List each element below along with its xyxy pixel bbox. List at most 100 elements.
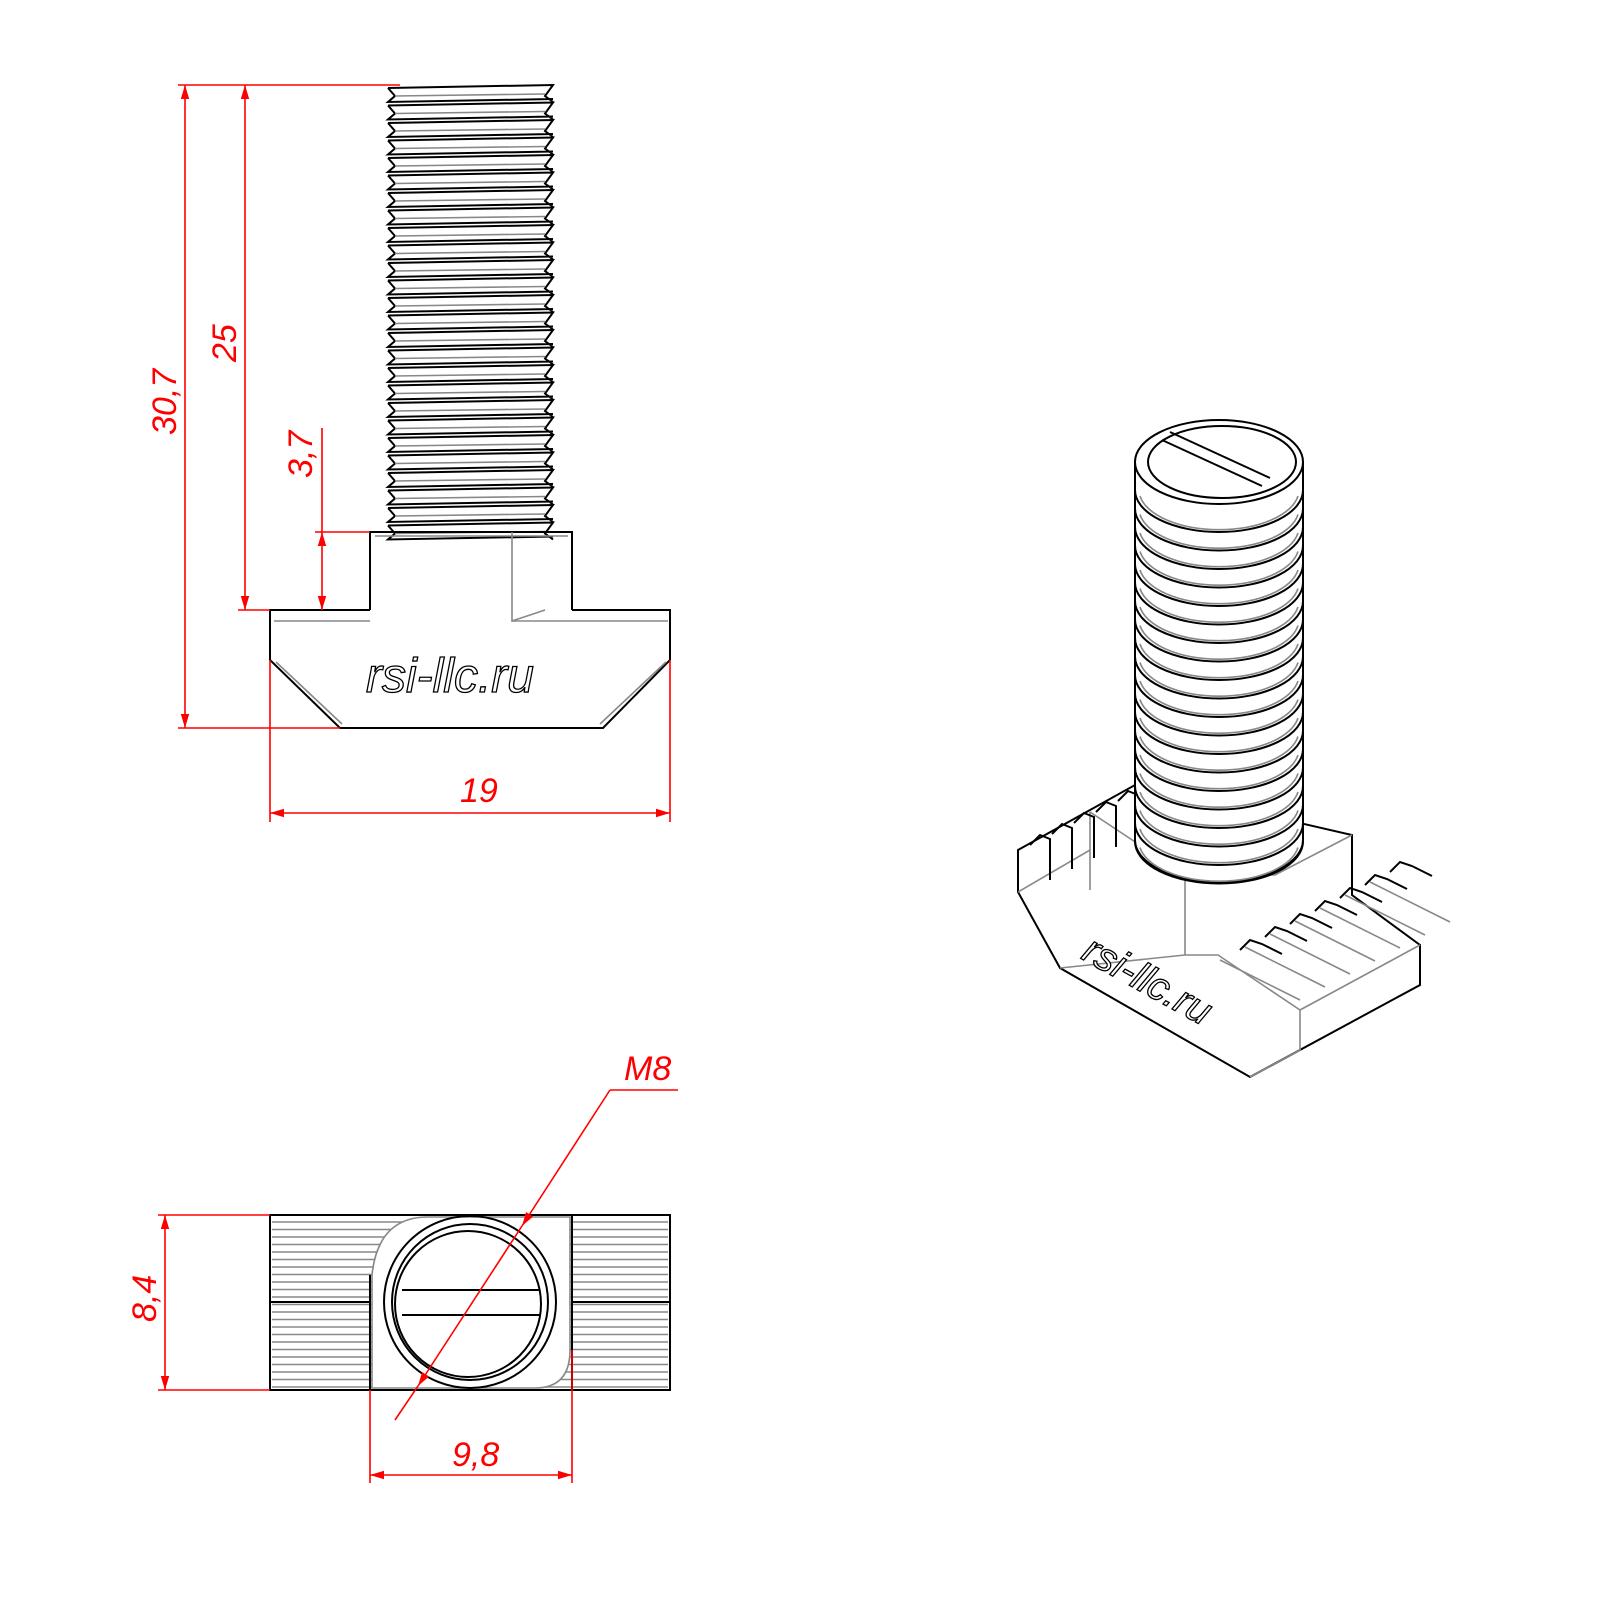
thread-root xyxy=(394,355,546,360)
thread-crest xyxy=(385,486,555,506)
thread-crest xyxy=(385,468,555,489)
iso-thread-ring xyxy=(1134,563,1304,607)
bolt-head-rim xyxy=(391,1223,549,1381)
iso-rib xyxy=(1389,860,1433,877)
flange-inner-lines xyxy=(274,620,668,725)
thread-root xyxy=(394,145,546,150)
dim-depth: 8,4 xyxy=(126,1275,164,1322)
iso-rib-line xyxy=(1344,894,1426,936)
thread-root xyxy=(394,460,546,465)
iso-rib-line xyxy=(1269,933,1351,975)
iso-rib xyxy=(1364,873,1408,890)
iso-thread-root xyxy=(1139,773,1299,808)
thread-crest xyxy=(385,206,555,226)
thread-root xyxy=(394,110,546,115)
thread-crest xyxy=(385,258,555,279)
dim-neck-width: 9,8 xyxy=(452,1436,499,1474)
thread-front xyxy=(385,83,555,541)
iso-rib xyxy=(1289,912,1333,929)
iso-rib-line xyxy=(1319,907,1401,949)
bottom-dimensions: 8,4 9,8 M8 xyxy=(126,1050,678,1483)
iso-rib-left xyxy=(1051,822,1073,869)
iso-rib xyxy=(1314,899,1358,916)
thread-crest xyxy=(385,118,555,139)
iso-thread-ring xyxy=(1134,730,1304,774)
iso-thread-ring xyxy=(1134,508,1304,552)
front-view: rsi-llc.ru xyxy=(269,83,671,729)
bolt-head-outer xyxy=(383,1215,557,1389)
dim-neck-height: 3,7 xyxy=(282,430,320,478)
thread-root xyxy=(394,373,546,377)
iso-thread-ring xyxy=(1134,711,1304,755)
dim-overall-height: 30,7 xyxy=(146,368,184,435)
thread-crest xyxy=(385,311,555,331)
thread-root xyxy=(394,198,546,202)
thread-root xyxy=(394,93,546,97)
iso-rib-left xyxy=(1073,811,1095,858)
thread-root xyxy=(394,478,546,482)
iso-thread-ring xyxy=(1134,637,1304,681)
flange-outline xyxy=(269,609,671,729)
iso-thread-root xyxy=(1139,754,1299,790)
thread-crest xyxy=(385,223,555,244)
iso-rib xyxy=(1339,886,1383,903)
thread-root xyxy=(394,390,546,395)
iso-thread-ring xyxy=(1134,841,1304,885)
iso-thread-ring xyxy=(1134,600,1304,644)
thread-root xyxy=(394,215,546,220)
iso-thread-ring xyxy=(1134,674,1304,718)
iso-thread-ring xyxy=(1134,804,1304,848)
extension-lines xyxy=(178,84,671,822)
thread-crest xyxy=(385,451,555,471)
dim-thread-spec: M8 xyxy=(624,1050,671,1088)
thread-root xyxy=(394,303,546,307)
iso-thread-root xyxy=(1139,625,1299,660)
iso-thread-root xyxy=(1139,514,1299,549)
thread-crest xyxy=(385,363,555,384)
iso-thread-ring xyxy=(1134,748,1304,792)
iso-thread-ring xyxy=(1134,489,1304,533)
bottom-view xyxy=(269,1214,671,1391)
iso-thread-root xyxy=(1139,699,1299,734)
thread-crest xyxy=(385,83,555,104)
thread-crest xyxy=(385,433,555,454)
iso-thread-root xyxy=(1139,606,1299,642)
iso-bolt-top-inner xyxy=(1147,425,1297,499)
thread-root xyxy=(394,320,546,325)
thread-root xyxy=(394,425,546,430)
neck-hidden-line xyxy=(375,532,568,623)
thread-crest xyxy=(385,188,555,209)
iso-rib-line xyxy=(1369,881,1451,923)
neck-pocket xyxy=(371,1216,571,1389)
iso-rib xyxy=(1239,938,1283,955)
thread-root xyxy=(394,338,546,342)
thread-crest xyxy=(385,503,555,524)
iso-thread-root xyxy=(1139,532,1299,568)
iso-bolt-body xyxy=(1134,461,1304,883)
thread-leader-tail xyxy=(394,1385,419,1421)
thread-crest xyxy=(385,328,555,349)
iso-thread-ring xyxy=(1134,545,1304,589)
iso-thread-root xyxy=(1139,495,1299,531)
bolt-head-inner xyxy=(394,1230,542,1378)
thread-crest xyxy=(385,136,555,156)
iso-thread-root xyxy=(1139,588,1299,623)
thread-crest xyxy=(385,101,555,121)
iso-thread-root xyxy=(1139,736,1299,771)
isometric-view: rsi-llc.ru xyxy=(1017,419,1451,1079)
iso-rib-left xyxy=(1029,833,1051,880)
iso-thread-ring xyxy=(1134,582,1304,626)
thread-root xyxy=(394,233,546,237)
thread-root xyxy=(394,128,546,132)
iso-thread-ring xyxy=(1134,619,1304,663)
screwdriver-slot xyxy=(402,1289,540,1316)
iso-thread-root xyxy=(1139,810,1299,845)
thread-root xyxy=(394,443,546,447)
neck-outline xyxy=(369,531,573,610)
iso-thread-ring xyxy=(1134,693,1304,737)
dim-thread-length: 25 xyxy=(206,324,244,363)
iso-thread-root xyxy=(1139,551,1299,586)
extension-lines-bottom xyxy=(158,1089,678,1483)
iso-thread-root xyxy=(1139,569,1299,605)
